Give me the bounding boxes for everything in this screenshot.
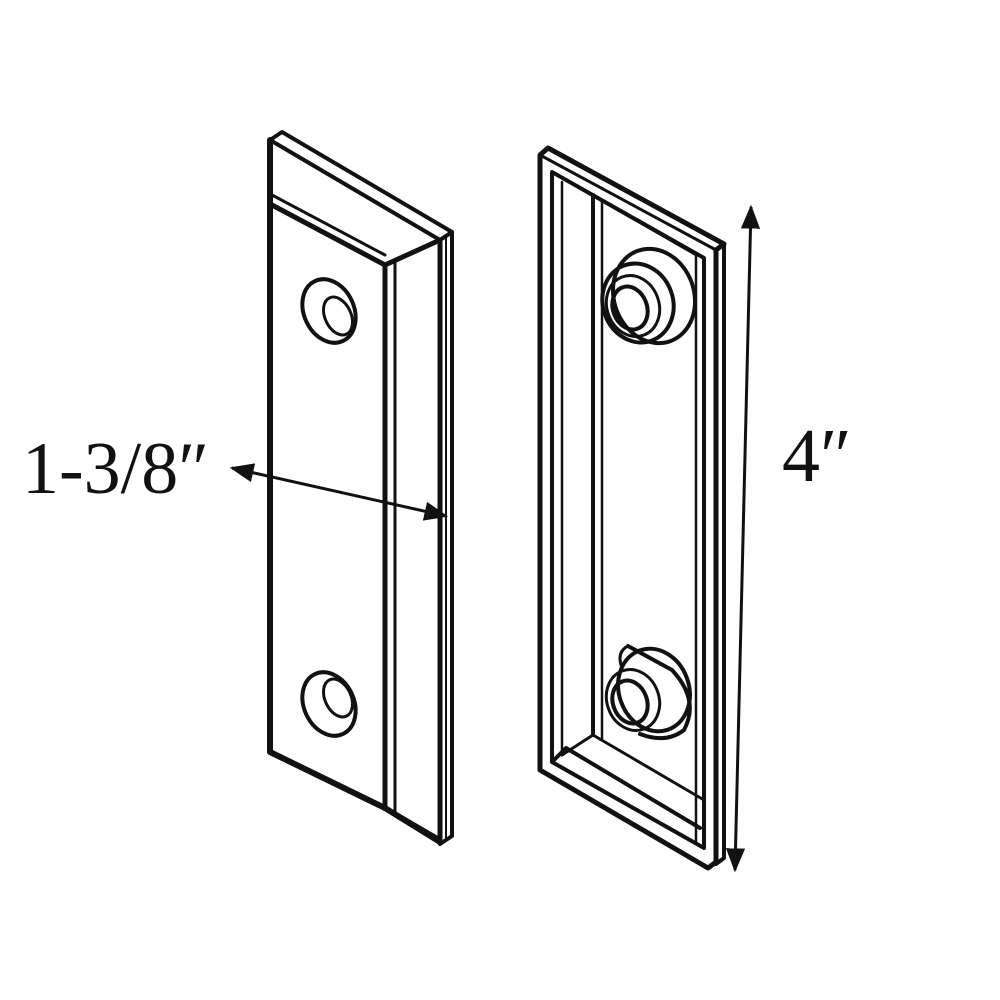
screw-hole-top xyxy=(300,277,358,345)
catch-body xyxy=(537,145,727,871)
screw-boss-top xyxy=(600,246,698,346)
width-dimension-label: 1-3/8″ xyxy=(22,428,210,510)
height-dimension-label: 4″ xyxy=(782,414,852,498)
strike-plate xyxy=(267,130,454,846)
width-dimension-arrow xyxy=(229,463,449,521)
screw-hole-bottom xyxy=(300,670,358,738)
height-dimension-arrow xyxy=(725,204,761,873)
screw-boss-bottom xyxy=(604,644,692,741)
